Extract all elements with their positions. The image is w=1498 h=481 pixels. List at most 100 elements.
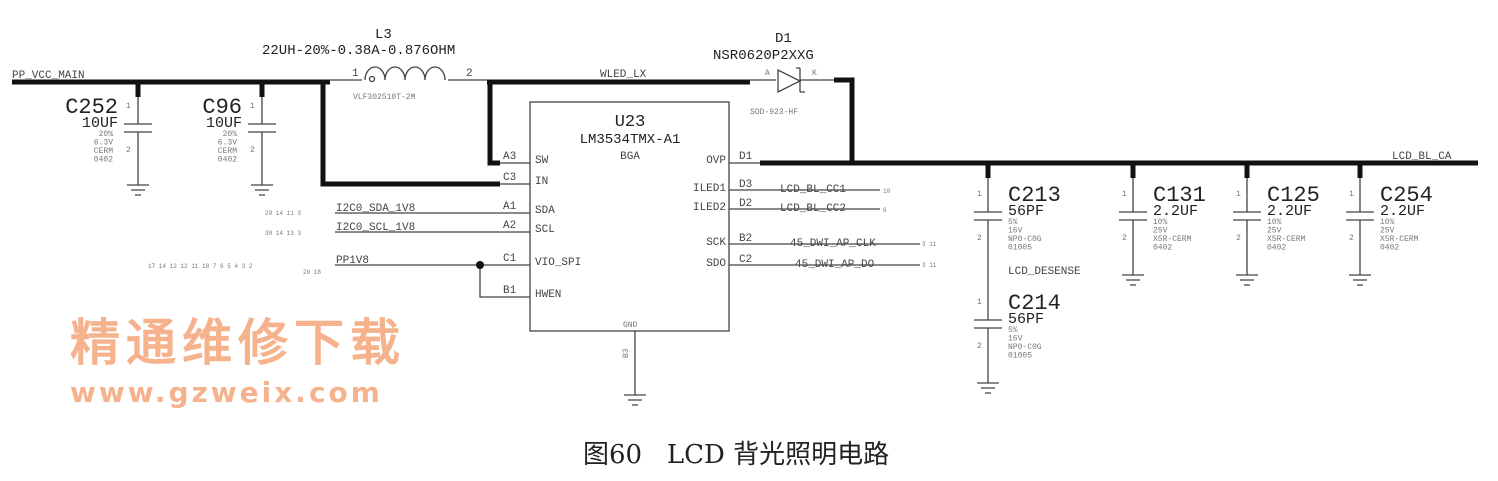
net-ref-cc1: 10: [883, 188, 891, 195]
net-label-i2c-sda: I2C0_SDA_1V8: [336, 203, 415, 215]
capacitor-tol: 10%: [1267, 218, 1282, 227]
ground-icon: [1236, 274, 1258, 286]
capacitor-type: NP0-C0G: [1008, 343, 1042, 352]
ground-icon: [977, 382, 999, 394]
capacitor-size: 01005: [1008, 244, 1032, 253]
capacitor-pin2: 2: [977, 234, 982, 243]
capacitor-volt: 25V: [1153, 227, 1168, 236]
net-label-pp-vcc-main: PP_VCC_MAIN: [12, 70, 85, 82]
inductor-ref: L3: [375, 27, 392, 43]
net-label-i2c-scl: I2C0_SCL_1V8: [336, 222, 415, 234]
capacitor-pin2: 2: [1122, 234, 1127, 243]
ic-pin-number: D1: [739, 151, 753, 163]
ic-left-wires: [335, 162, 530, 298]
ic-pin-number: B2: [739, 233, 752, 245]
capacitor-ref: C213: [1008, 183, 1061, 208]
capacitor-tol: 10%: [1153, 218, 1168, 227]
bus-sw: [487, 82, 500, 166]
capacitor-ref: C214: [1008, 291, 1061, 316]
inductor-coil: [364, 66, 446, 81]
capacitor-tol: 5%: [1008, 218, 1018, 227]
capacitor-tol: 20%: [223, 130, 238, 139]
net-ref-cc2: 6: [883, 207, 887, 214]
capacitor-tol: 20%: [99, 130, 114, 139]
capacitor-value: 56PF: [1008, 311, 1044, 328]
net-label-lcd-bl-ca: LCD_BL_CA: [1392, 151, 1452, 163]
capacitor-volt: 16V: [1008, 227, 1023, 236]
ic-pin-name: HWEN: [535, 289, 561, 301]
net-label-dwi-do: 45_DWI_AP_DO: [795, 259, 875, 271]
capacitor-pin2: 2: [250, 146, 255, 155]
capacitor-pin2: 2: [1236, 234, 1241, 243]
net-label-lcd-desense: LCD_DESENSE: [1008, 266, 1081, 278]
ic-pin-number: B1: [503, 285, 517, 297]
junction-dot: [476, 261, 484, 269]
capacitor-volt: 25V: [1380, 227, 1395, 236]
capacitor-volt: 6.3V: [218, 139, 237, 148]
ic-pin-name: SDO: [706, 258, 726, 270]
net-label-wled-lx: WLED_LX: [600, 69, 647, 81]
capacitor-type: NP0-C0G: [1008, 235, 1042, 244]
capacitor-ref: C131: [1153, 183, 1206, 208]
capacitor-symbol: [974, 300, 1002, 383]
ic-pin-name: IN: [535, 176, 548, 188]
ic-pin-number: A1: [503, 201, 517, 213]
ic-pin-number: C1: [503, 253, 517, 265]
capacitor-value: 2.2UF: [1267, 203, 1312, 220]
net-label-pp1v8: PP1V8: [336, 255, 369, 267]
ground-icon: [1122, 274, 1144, 286]
ground-icon: [1349, 274, 1371, 286]
diode-cathode: K: [812, 69, 817, 78]
capacitor-symbol: [1346, 163, 1374, 275]
capacitor-pin1: 1: [126, 102, 131, 111]
ic-pin-number: D3: [739, 179, 752, 191]
capacitor-pin2: 2: [977, 342, 982, 351]
capacitor-pin2: 2: [1349, 234, 1354, 243]
capacitor-ref: C125: [1267, 183, 1320, 208]
ic-pin-name: SDA: [535, 205, 555, 217]
ic-pin-name: SW: [535, 155, 549, 167]
capacitor-symbol: [248, 82, 276, 185]
capacitor-pin1: 1: [977, 190, 982, 199]
capacitor-pin1: 1: [977, 298, 982, 307]
ic-pin-name: SCK: [706, 237, 726, 249]
capacitor-value: 10UF: [82, 115, 118, 132]
capacitor-symbol: [974, 163, 1002, 300]
net-ref-sda: 20 14 11 3: [265, 210, 301, 217]
capacitor-value: 56PF: [1008, 203, 1044, 220]
ic-part: LM3534TMX-A1: [580, 132, 681, 148]
ic-ref: U23: [615, 113, 646, 132]
capacitor-volt: 6.3V: [94, 139, 113, 148]
capacitor-value: 10UF: [206, 115, 242, 132]
capacitor-ref: C96: [202, 95, 242, 120]
net-ref-pp1v8: 17 14 12 12 11 10 7 6 5 4 3 2: [148, 263, 253, 270]
inductor-part: VLF302510T-2M: [353, 93, 416, 102]
capacitor-value: 2.2UF: [1153, 203, 1198, 220]
ic-pin-number: D2: [739, 198, 752, 210]
inductor-dot: [368, 75, 376, 83]
watermark-title: 精通维修下载: [70, 314, 406, 372]
capacitor-type: CERM: [94, 147, 113, 156]
capacitor-pin1: 1: [1236, 190, 1241, 199]
capacitor-size: 0402: [1153, 244, 1172, 253]
ic-pin-number: C2: [739, 254, 752, 266]
capacitor-volt: 25V: [1267, 227, 1282, 236]
net-label-dwi-clk: 45_DWI_AP_CLK: [790, 238, 876, 250]
ic-package: BGA: [620, 151, 640, 163]
capacitor-ref: C252: [65, 95, 118, 120]
diode-package: SOD-923-HF: [750, 108, 798, 117]
capacitor-size: 0402: [94, 156, 113, 165]
ic-pin-number: C3: [503, 172, 516, 184]
figure-caption: 图60 LCD 背光照明电路: [583, 440, 889, 470]
capacitor-size: 0402: [218, 156, 237, 165]
capacitors: C25210UF20%6.3VCERM040212C9610UF20%6.3VC…: [65, 82, 1433, 394]
net-label-lcd-bl-cc2: LCD_BL_CC2: [780, 203, 846, 215]
net-ref-scl: 30 14 13 3: [265, 230, 301, 237]
